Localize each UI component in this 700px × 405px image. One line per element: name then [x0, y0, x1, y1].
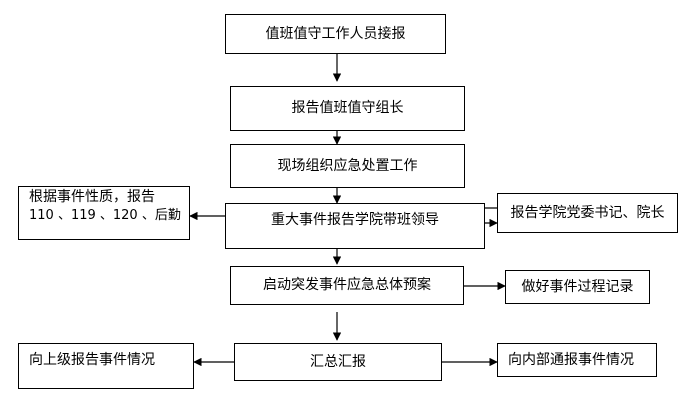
side-right-top-report-secretary-dean: 报告学院党委书记、院长 — [497, 193, 678, 233]
step6-label: 汇总汇报 — [310, 353, 366, 370]
step5-activate-emergency-plan: 启动突发事件应急总体预案 — [230, 266, 464, 305]
step2-label: 报告值班值守组长 — [291, 100, 404, 117]
side-left-top-emergency-calls: 根据事件性质，报告 110 、119 、120 、后勤 — [18, 186, 190, 240]
step4-label: 重大事件报告学院带班领导 — [271, 212, 439, 228]
step1-receive-report: 值班值守工作人员接报 — [225, 14, 446, 54]
side-right-bottom-label: 向内部通报事件情况 — [508, 351, 634, 368]
step4-report-duty-leader: 重大事件报告学院带班领导 — [225, 203, 485, 249]
side-right-top-label: 报告学院党委书记、院长 — [510, 204, 665, 221]
side-left-top-line1: 根据事件性质，报告 — [29, 189, 155, 205]
step1-label: 值班值守工作人员接报 — [265, 25, 406, 42]
side-right-mid-record-process: 做好事件过程记录 — [505, 270, 650, 304]
side-right-mid-label: 做好事件过程记录 — [521, 278, 634, 295]
step5-label: 启动突发事件应急总体预案 — [263, 277, 431, 294]
step6-summary-report: 汇总汇报 — [234, 343, 442, 381]
step3-organize-emergency-response: 现场组织应急处置工作 — [230, 144, 465, 188]
side-right-bottom-internal-notice: 向内部通报事件情况 — [497, 343, 657, 377]
side-left-top-line2: 110 、119 、120 、后勤 — [29, 208, 181, 224]
side-left-bottom-label: 向上级报告事件情况 — [29, 352, 155, 368]
side-left-bottom-report-superior: 向上级报告事件情况 — [18, 343, 194, 389]
step2-report-team-leader: 报告值班值守组长 — [230, 86, 465, 131]
step3-label: 现场组织应急处置工作 — [277, 157, 418, 174]
